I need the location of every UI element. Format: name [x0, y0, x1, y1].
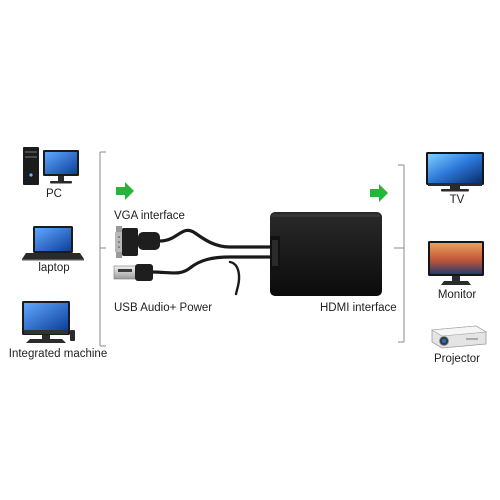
- output-bracket: [394, 164, 405, 343]
- pc-label: PC: [46, 188, 62, 200]
- desktop-pc-icon: [23, 147, 79, 185]
- vga-connector-icon: [115, 226, 160, 258]
- integrated-machine-label: Integrated machine: [8, 348, 108, 360]
- tv-label: TV: [449, 194, 465, 206]
- hdmi-adapter-box: [270, 212, 382, 296]
- laptop-label: laptop: [38, 262, 70, 274]
- output-arrow-icon: [370, 184, 388, 202]
- all-in-one-computer-icon: [22, 301, 75, 343]
- vga-interface-label: VGA interface: [114, 210, 185, 222]
- usb-connector-icon: [113, 264, 153, 281]
- projector-label: Projector: [433, 353, 481, 365]
- input-arrow-icon: [116, 182, 134, 200]
- source-bracket: [99, 151, 106, 347]
- projector-icon: [431, 325, 487, 349]
- tv-icon: [426, 152, 484, 192]
- usb-audio-power-label: USB Audio+ Power: [114, 302, 213, 314]
- monitor-label: Monitor: [437, 289, 477, 301]
- hdmi-interface-label: HDMI interface: [320, 302, 397, 314]
- adapter-cables: [150, 228, 274, 296]
- laptop-icon: [22, 226, 84, 261]
- monitor-icon: [428, 241, 484, 285]
